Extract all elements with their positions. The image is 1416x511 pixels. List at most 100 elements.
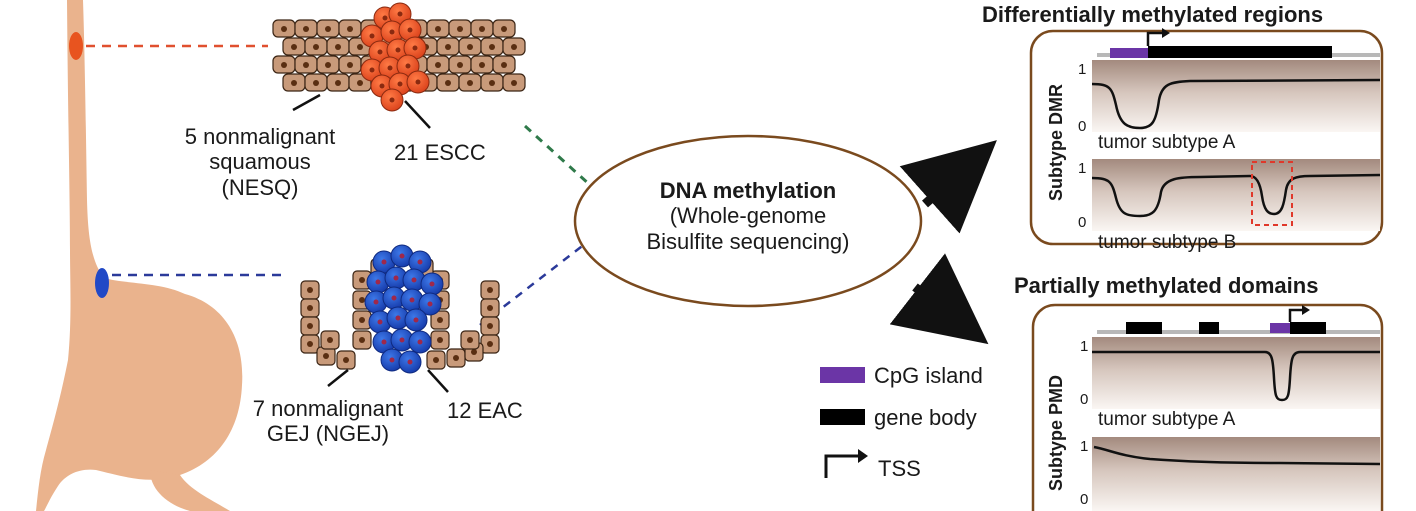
pmd-gene-body-2 [1199, 322, 1219, 334]
gland-nucleus [467, 337, 473, 343]
pmd-profile-b [1093, 445, 1381, 466]
tss-glyph [824, 454, 860, 478]
dmr-panel-a-label: tumor subtype A [1098, 132, 1236, 153]
dmr-profile-b [1091, 173, 1381, 218]
methylation-title: DNA methylation [659, 178, 837, 203]
escc-nucleus [377, 49, 383, 55]
dmr-b-tick-1: 1 [1078, 160, 1087, 177]
eac-nucleus [427, 301, 433, 307]
pmd-cpg-island [1270, 323, 1290, 333]
eac-nucleus [417, 339, 423, 345]
nesq-pointer [292, 93, 321, 112]
squamous-nucleus [489, 44, 495, 50]
methylation-method-line2: Bisulfite sequencing) [646, 228, 850, 254]
squamous-nucleus [335, 44, 341, 50]
pmd-b-tick-0: 0 [1080, 491, 1089, 508]
eac-nucleus [373, 299, 379, 305]
squamous-nucleus [281, 62, 287, 68]
dmr-plot-b-bg [1092, 159, 1380, 231]
squamous-nucleus [435, 62, 441, 68]
squamous-epithelium [272, 2, 526, 112]
squamous-nucleus [489, 80, 495, 86]
eac-nucleus [429, 281, 435, 287]
squamous-nucleus [347, 62, 353, 68]
squamous-nucleus [325, 26, 331, 32]
escc-nucleus [395, 47, 401, 53]
dmr-tss-arrowhead-icon [1162, 28, 1170, 38]
escc-nucleus [369, 33, 375, 39]
nesq-label-line2: squamous [209, 149, 311, 175]
squamous-nucleus [357, 44, 363, 50]
squamous-nucleus [479, 26, 485, 32]
dmr-cpg-island [1110, 48, 1148, 58]
pmd-gene-body-3 [1290, 322, 1326, 334]
dmr-profile-a [1091, 78, 1381, 130]
eac-lesion [95, 268, 109, 298]
pmd-genome-line [1097, 330, 1380, 334]
dmr-a-tick-0: 0 [1078, 118, 1087, 135]
gland-nucleus [487, 341, 493, 347]
eac-nucleus [417, 259, 423, 265]
eac-nucleus [399, 337, 405, 343]
escc-pointer [404, 100, 431, 129]
squamous-nucleus [357, 80, 363, 86]
dmr-axis-label: Subtype DMR [1046, 84, 1066, 201]
squamous-nucleus [457, 26, 463, 32]
squamous-nucleus [467, 80, 473, 86]
eac-nucleus [381, 339, 387, 345]
nesq-label-line3: (NESQ) [221, 174, 299, 200]
squamous-nucleus [467, 44, 473, 50]
eac-nucleus [393, 275, 399, 281]
squamous-nucleus [325, 62, 331, 68]
gland-nucleus [487, 323, 493, 329]
squamous-nucleus [291, 80, 297, 86]
gland-nucleus [359, 297, 365, 303]
gland-nucleus [359, 317, 365, 323]
squamous-nucleus [303, 26, 309, 32]
pmd-panel-a-label: tumor subtype A [1098, 409, 1236, 430]
gland-nucleus [323, 353, 329, 359]
escc-nucleus [387, 65, 393, 71]
gland-nucleus [359, 277, 365, 283]
escc-nucleus [397, 11, 403, 17]
squamous-nucleus [511, 44, 517, 50]
escc-to-methylation-connector [523, 124, 592, 187]
pmd-axis-label: Subtype PMD [1046, 374, 1066, 491]
squamous-nucleus [511, 80, 517, 86]
squamous-nucleus [313, 44, 319, 50]
dmr-plot-a-bg [1092, 60, 1380, 132]
escc-nucleus [389, 97, 395, 103]
legend-gene-body-label: gene body [874, 405, 977, 430]
gland-nucleus [487, 305, 493, 311]
pmd-a-tick-1: 1 [1080, 338, 1089, 355]
pmd-gene-body-1 [1126, 322, 1162, 334]
pmd-plot-b-bg [1092, 437, 1380, 511]
gland-nucleus [359, 337, 365, 343]
escc-nucleus [415, 79, 421, 85]
ngej-label-line1: 7 nonmalignant [252, 396, 404, 421]
gland-nucleus [433, 357, 439, 363]
escc-nucleus [389, 29, 395, 35]
squamous-nucleus [313, 80, 319, 86]
escc-nucleus [379, 83, 385, 89]
ngej-label: 7 nonmalignant GEJ (NGEJ) [228, 396, 428, 447]
eac-nucleus [399, 253, 405, 259]
eac-nucleus [411, 277, 417, 283]
gland-nucleus [437, 317, 443, 323]
eac-nucleus [389, 357, 395, 363]
escc-nucleus [397, 81, 403, 87]
gej-gland [300, 244, 500, 374]
cpg-island-swatch [820, 367, 865, 383]
pmd-tss-arrowhead-icon [1302, 305, 1310, 315]
pmd-heading: Partially methylated domains [1014, 273, 1319, 298]
legend-cpg-label: CpG island [874, 363, 983, 388]
eac-pointer [427, 369, 449, 393]
gland-nucleus [307, 323, 313, 329]
squamous-nucleus [445, 80, 451, 86]
arrow-to-pmd [889, 253, 989, 345]
eac-nucleus [391, 295, 397, 301]
dmr-highlight-box [1251, 161, 1293, 226]
dmr-gene-body [1148, 46, 1332, 58]
gene-body-swatch [820, 409, 865, 425]
